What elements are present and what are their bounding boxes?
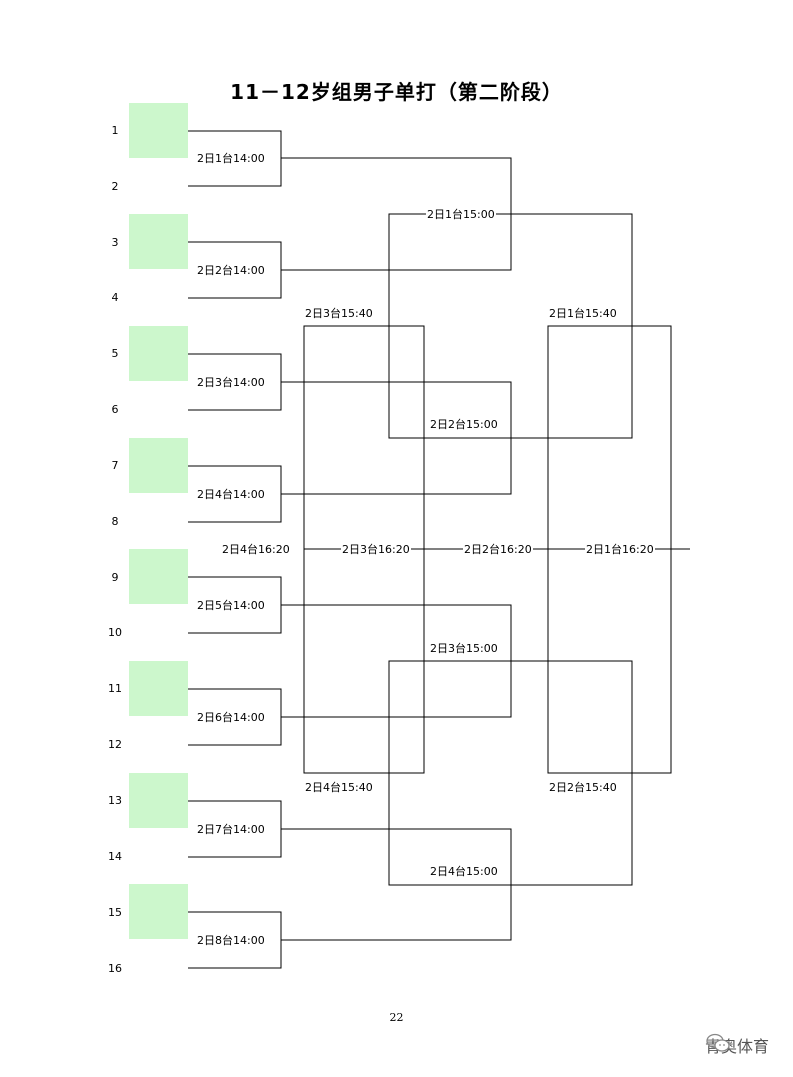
seed-number: 15 xyxy=(108,906,122,919)
player-slot xyxy=(129,884,188,939)
match-label-placement: 2日3台15:40 xyxy=(304,307,374,320)
match-label-r1: 2日1台14:00 xyxy=(196,152,266,165)
seed-number: 6 xyxy=(111,403,119,416)
player-slot xyxy=(129,326,188,381)
match-label-r1: 2日2台14:00 xyxy=(196,264,266,277)
player-slot xyxy=(129,549,188,604)
watermark: 青奥体育 xyxy=(705,1033,769,1057)
match-label-final-row: 2日2台16:20 xyxy=(463,543,533,556)
match-label-final-row: 2日4台16:20 xyxy=(221,543,291,556)
player-slot xyxy=(129,438,188,493)
seed-number: 4 xyxy=(111,291,119,304)
seed-number: 7 xyxy=(111,459,119,472)
seed-number: 5 xyxy=(111,347,119,360)
seed-number: 8 xyxy=(111,515,119,528)
match-label-r1: 2日4台14:00 xyxy=(196,488,266,501)
seed-number: 1 xyxy=(111,124,119,137)
match-label-r2: 2日4台15:00 xyxy=(429,865,499,878)
seed-number: 2 xyxy=(111,180,119,193)
match-label-r1: 2日8台14:00 xyxy=(196,934,266,947)
match-label-r1: 2日3台14:00 xyxy=(196,376,266,389)
match-label-r1: 2日7台14:00 xyxy=(196,823,266,836)
seed-number: 13 xyxy=(108,794,122,807)
match-label-r2: 2日2台15:00 xyxy=(429,418,499,431)
seed-number: 11 xyxy=(108,682,122,695)
match-label-r1: 2日5台14:00 xyxy=(196,599,266,612)
seed-number: 3 xyxy=(111,236,119,249)
seed-number: 16 xyxy=(108,962,122,975)
seed-number: 14 xyxy=(108,850,122,863)
player-slot xyxy=(129,773,188,828)
match-label-final-row: 2日1台16:20 xyxy=(585,543,655,556)
page-number: 22 xyxy=(389,1011,404,1024)
match-label-r1: 2日6台14:00 xyxy=(196,711,266,724)
page-title: 11－12岁组男子单打（第二阶段） xyxy=(230,80,563,104)
player-slot xyxy=(129,103,188,158)
seed-number: 9 xyxy=(111,571,119,584)
match-label-r3: 2日1台15:40 xyxy=(548,307,618,320)
match-label-placement: 2日4台15:40 xyxy=(304,781,374,794)
player-slot xyxy=(129,661,188,716)
match-label-r3: 2日2台15:40 xyxy=(548,781,618,794)
player-slot xyxy=(129,214,188,269)
match-label-r2: 2日3台15:00 xyxy=(429,642,499,655)
match-label-final-row: 2日3台16:20 xyxy=(341,543,411,556)
seed-number: 12 xyxy=(108,738,122,751)
match-label-r2: 2日1台15:00 xyxy=(426,208,496,221)
seed-number: 10 xyxy=(108,626,122,639)
wechat-icon xyxy=(706,1033,730,1052)
